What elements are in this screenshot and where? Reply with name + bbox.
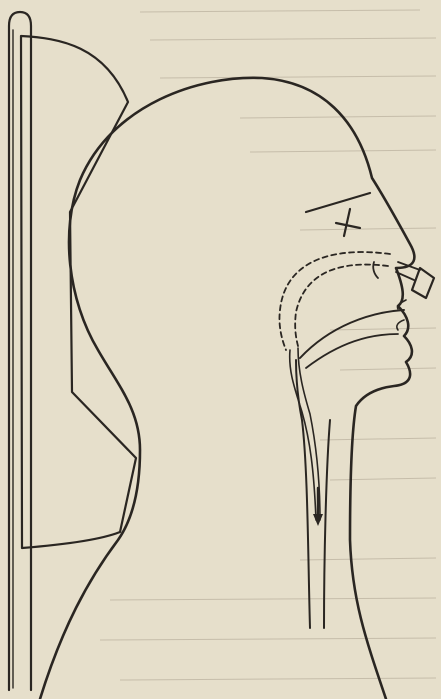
feeding-tube — [290, 262, 434, 526]
bed-headboard — [9, 12, 31, 690]
nostril-and-lips — [373, 262, 406, 330]
pillow — [21, 36, 136, 548]
paper-show-through-lines — [100, 10, 436, 680]
flow-arrow-icon — [313, 514, 323, 526]
head-profile — [40, 78, 414, 699]
